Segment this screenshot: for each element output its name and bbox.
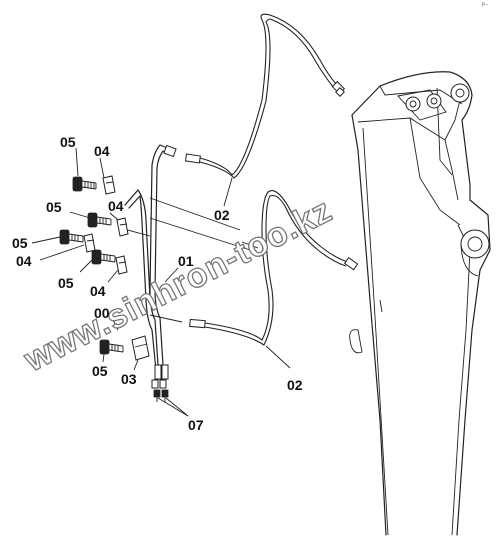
callout-04a: 04 bbox=[94, 143, 110, 159]
bracket-03 bbox=[131, 335, 150, 361]
leader-lines bbox=[31, 147, 291, 417]
clamp-04-d bbox=[115, 255, 128, 275]
corner-mark: ᴾ⁻ bbox=[482, 3, 489, 10]
callout-00: 00 bbox=[94, 305, 110, 321]
boom-arm bbox=[349, 71, 491, 536]
callout-05d: 05 bbox=[58, 275, 74, 291]
callout-01: 01 bbox=[178, 253, 194, 269]
callout-05e: 05 bbox=[92, 363, 108, 379]
bolt-05-e bbox=[99, 339, 124, 355]
callout-04b: 04 bbox=[108, 198, 124, 214]
hose-upper bbox=[184, 13, 346, 179]
hose-lower bbox=[189, 190, 359, 346]
clamp-04-c bbox=[83, 233, 96, 253]
bolt-05-b bbox=[87, 212, 112, 228]
callout-07: 07 bbox=[188, 417, 204, 433]
callout-02a: 02 bbox=[214, 207, 230, 223]
callout-05a: 05 bbox=[60, 134, 76, 150]
callout-05b: 05 bbox=[46, 199, 62, 215]
callout-02b: 02 bbox=[287, 377, 303, 393]
bolt-05-d bbox=[91, 249, 116, 265]
callout-04c: 04 bbox=[16, 253, 32, 269]
callout-05c: 05 bbox=[12, 235, 28, 251]
caps-07 bbox=[153, 389, 169, 402]
callout-04d: 04 bbox=[90, 283, 106, 299]
rigid-tube-assembly bbox=[119, 144, 259, 389]
bolt-05-c bbox=[59, 229, 84, 245]
clamp-04-a bbox=[102, 175, 116, 195]
callout-03: 03 bbox=[121, 371, 137, 387]
clamp-04-b bbox=[116, 217, 129, 237]
bolt-05-a bbox=[72, 176, 97, 192]
